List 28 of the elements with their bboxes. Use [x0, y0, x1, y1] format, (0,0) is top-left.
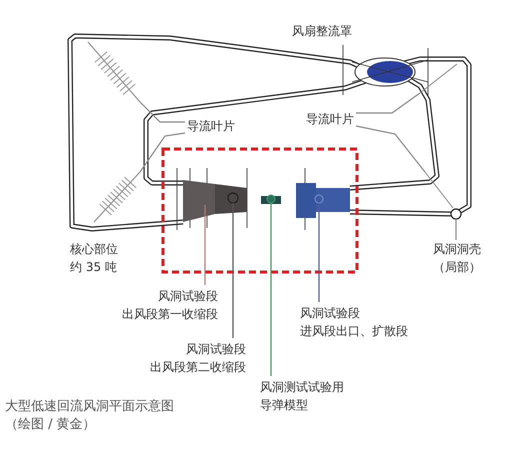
leader-line [318, 203, 320, 302]
part-label: 风洞试验段出风段第二收缩段 [150, 340, 246, 376]
ring [227, 192, 239, 204]
part-label: 导流叶片 [306, 110, 354, 128]
guide-vanes [424, 172, 454, 208]
part-label: 导流叶片 [187, 117, 235, 135]
guide-vanes [420, 64, 458, 94]
guide-vanes [94, 172, 140, 222]
leader-line [455, 219, 457, 240]
duct-section [183, 180, 215, 222]
part-label: 风洞洞壳（局部） [433, 240, 481, 276]
leader-line [140, 102, 185, 123]
leader-line [270, 203, 272, 376]
leader-line [356, 92, 420, 114]
leader-line [204, 205, 206, 285]
part-label: 风扇整流罩 [292, 23, 352, 40]
missile-model [261, 194, 281, 204]
ring [450, 208, 462, 220]
guide-vanes [88, 42, 140, 102]
leader-line [356, 125, 426, 172]
caption: 大型低速回流风洞平面示意图（绘图 / 黄金） [5, 398, 174, 434]
part-label: 风洞测试试验用导弹模型 [260, 378, 344, 414]
leader-line [232, 203, 234, 338]
leader-line [140, 132, 186, 172]
part-label: 风洞试验段出风段第一收缩段 [122, 287, 218, 323]
duct-section [296, 183, 350, 218]
note: 核心部位约 35 吨 [70, 241, 118, 276]
part-label: 风洞试验段进风段出口、扩散段 [300, 304, 408, 340]
